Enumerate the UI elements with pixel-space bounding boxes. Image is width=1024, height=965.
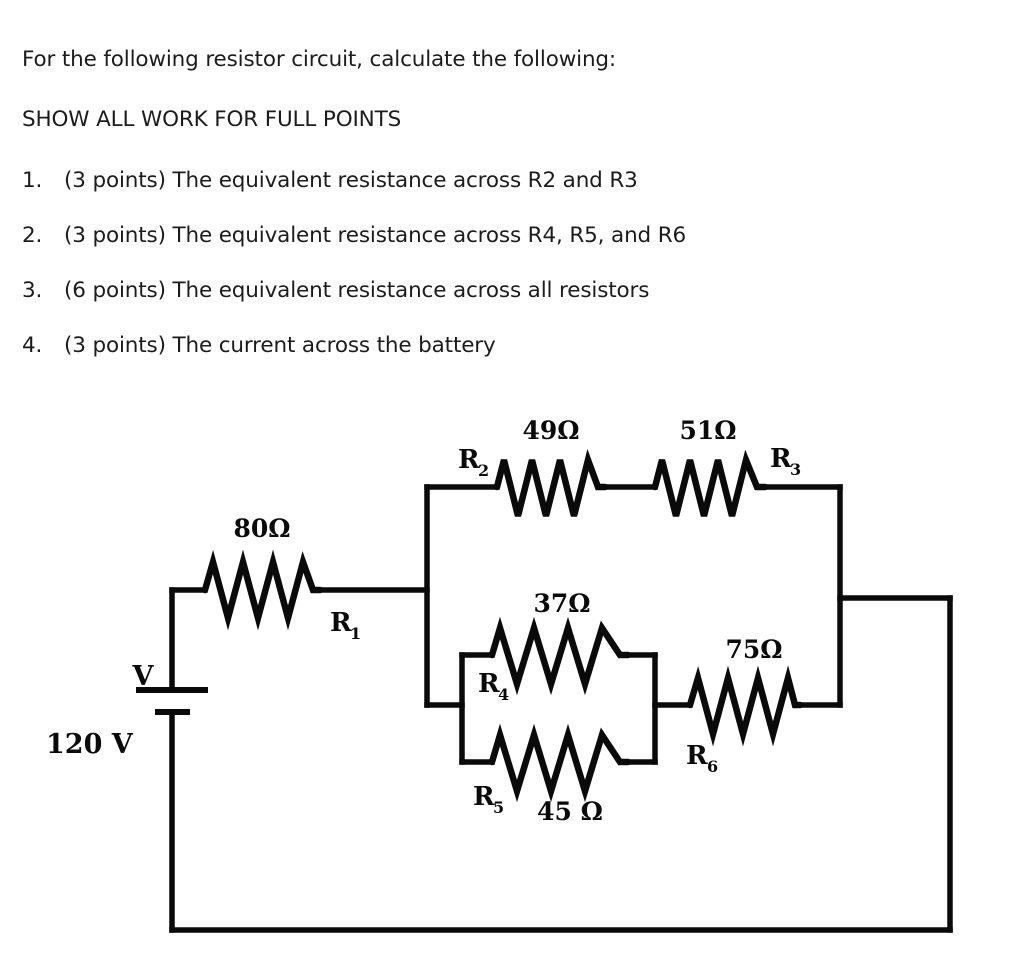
list-item: 3. (6 points) The equivalent resistance a… xyxy=(22,278,686,333)
question-number: 3. xyxy=(22,278,43,303)
battery-symbol-label: V xyxy=(132,661,155,692)
resistor-r2-symbol xyxy=(493,449,609,517)
list-item: 1. (3 points) The equivalent resistance a… xyxy=(22,168,686,223)
resistor-r1-label: R 1 xyxy=(330,608,361,643)
svg-text:4: 4 xyxy=(498,685,509,704)
svg-text:R: R xyxy=(686,741,708,771)
intro-instruction: For the following resistor circuit, calc… xyxy=(22,47,617,72)
resistor-r3-symbol xyxy=(651,449,769,517)
svg-text:1: 1 xyxy=(350,624,361,643)
resistor-r5-label: R 5 xyxy=(473,782,504,817)
resistor-r2-label: R 2 xyxy=(458,445,489,480)
battery-symbol xyxy=(136,687,208,715)
list-item: 2. (3 points) The equivalent resistance a… xyxy=(22,223,686,278)
resistor-r5-value: 45 Ω xyxy=(537,797,603,826)
resistor-r6-symbol xyxy=(686,665,804,747)
question-list: 1. (3 points) The equivalent resistance a… xyxy=(22,168,686,388)
svg-text:R: R xyxy=(473,782,495,812)
question-number: 4. xyxy=(22,333,43,358)
battery-voltage-label: 120 V xyxy=(46,729,134,760)
svg-text:2: 2 xyxy=(478,461,489,480)
resistor-r2-value: 49Ω xyxy=(522,416,579,445)
resistor-r4-symbol xyxy=(488,616,632,696)
resistor-r5-symbol xyxy=(488,723,632,803)
resistor-r6-label: R 6 xyxy=(686,741,718,776)
svg-text:R: R xyxy=(770,444,792,474)
svg-text:3: 3 xyxy=(790,460,801,479)
svg-text:6: 6 xyxy=(707,757,718,776)
resistor-r3-label: R 3 xyxy=(770,444,801,479)
svg-text:R: R xyxy=(458,445,480,475)
resistor-r4-value: 37Ω xyxy=(533,589,590,618)
svg-text:R: R xyxy=(478,669,500,699)
resistor-r4-label: R 4 xyxy=(478,669,509,704)
svg-text:5: 5 xyxy=(493,798,504,817)
show-work-instruction: SHOW ALL WORK FOR FULL POINTS xyxy=(22,107,402,132)
question-number: 2. xyxy=(22,223,43,248)
circuit-diagram: V 120 V 80Ω R 1 49Ω R 2 51Ω R 3 37Ω xyxy=(0,400,1024,965)
svg-text:R: R xyxy=(330,608,352,638)
resistor-r6-value: 75Ω xyxy=(725,635,782,664)
question-text: (3 points) The equivalent resistance acr… xyxy=(64,168,638,193)
question-text: (3 points) The equivalent resistance acr… xyxy=(64,223,687,248)
question-text: (3 points) The current across the batter… xyxy=(64,333,496,358)
resistor-r3-value: 51Ω xyxy=(679,416,736,445)
question-text: (6 points) The equivalent resistance acr… xyxy=(64,278,650,303)
list-item: 4. (3 points) The current across the batt… xyxy=(22,333,686,388)
question-number: 1. xyxy=(22,168,43,193)
resistor-r1-value: 80Ω xyxy=(233,514,290,543)
resistor-r1-symbol xyxy=(201,549,324,631)
